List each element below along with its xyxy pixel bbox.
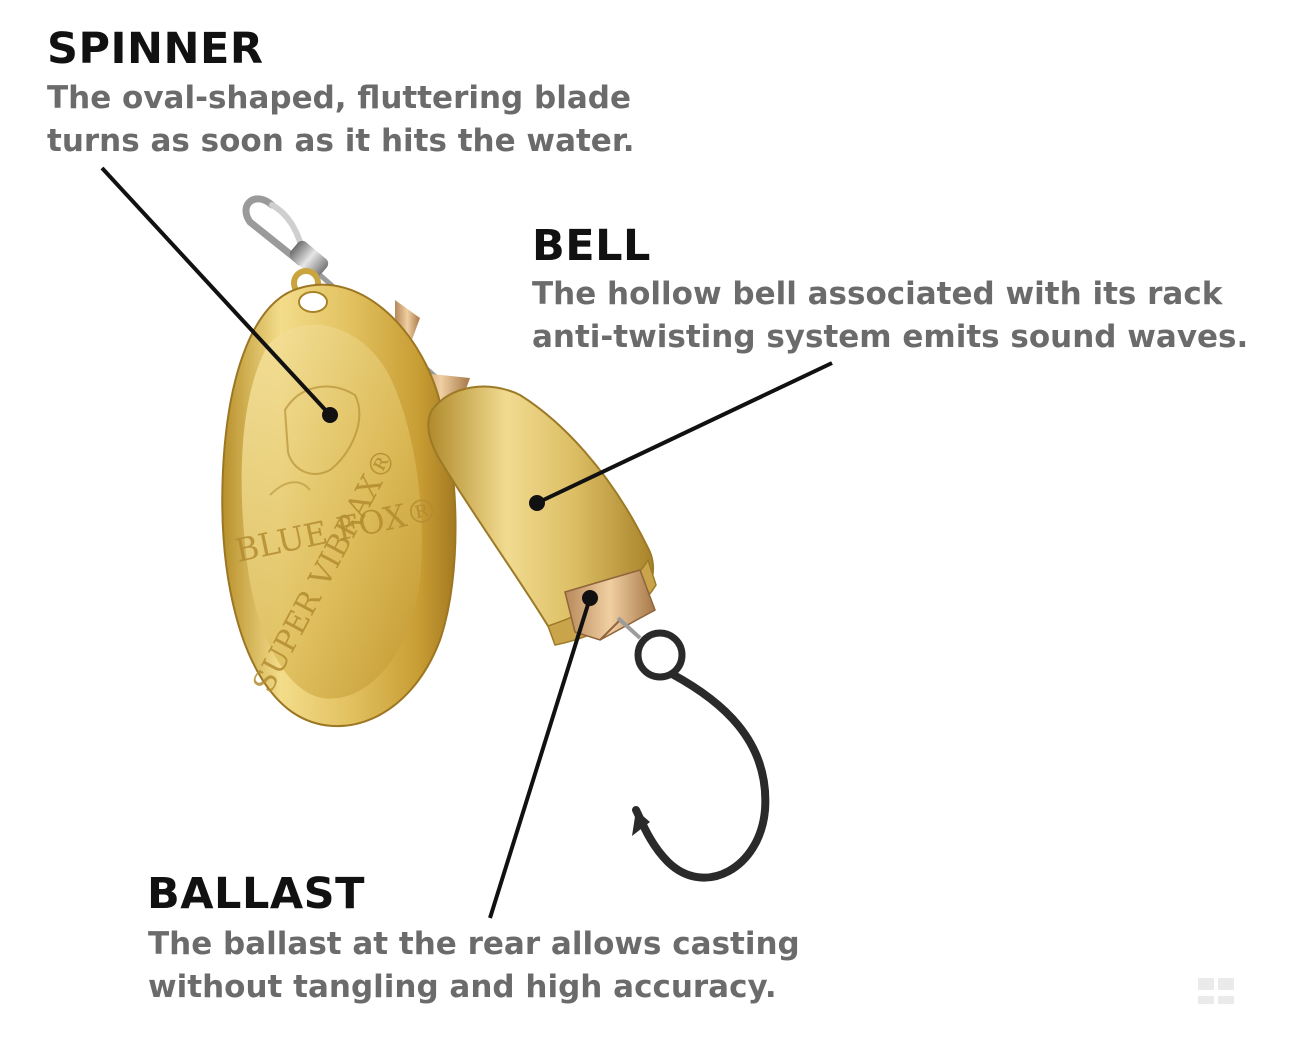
spinner-description-line-2: turns as soon as it hits the water. <box>47 123 635 159</box>
bell-description-line-1: The hollow bell associated with its rack <box>532 276 1223 312</box>
bell-leader-dot <box>529 495 545 511</box>
spinner-description-line-1: The oval-shaped, fluttering blade <box>47 80 631 116</box>
bell-leader-line <box>536 361 833 505</box>
ballast-title: BALLAST <box>147 869 365 919</box>
spinner-leader-line <box>100 166 332 417</box>
ballast-leader-line <box>488 597 592 919</box>
ballast-description: The ballast at the rear allows casting w… <box>148 923 800 1009</box>
spinner-title: SPINNER <box>47 24 264 74</box>
spinner-description: The oval-shaped, fluttering blade turns … <box>47 77 634 163</box>
spinner-leader-dot <box>322 407 338 423</box>
leader-lines <box>100 166 833 919</box>
bell-description: The hollow bell associated with its rack… <box>532 273 1248 359</box>
bell-description-line-2: anti-twisting system emits sound waves. <box>532 319 1249 355</box>
spinner-blade: BLUE FOX® SUPER VIBRAX® <box>221 283 457 728</box>
snap-swivel <box>242 195 329 298</box>
ballast-description-line-1: The ballast at the rear allows casting <box>148 926 800 962</box>
bell-title: BELL <box>532 221 651 271</box>
ballast-leader-dot <box>582 590 598 606</box>
watermark-logo-icon <box>1198 978 1234 1004</box>
single-hook <box>616 616 770 882</box>
ballast-description-line-2: without tangling and high accuracy. <box>148 969 777 1005</box>
